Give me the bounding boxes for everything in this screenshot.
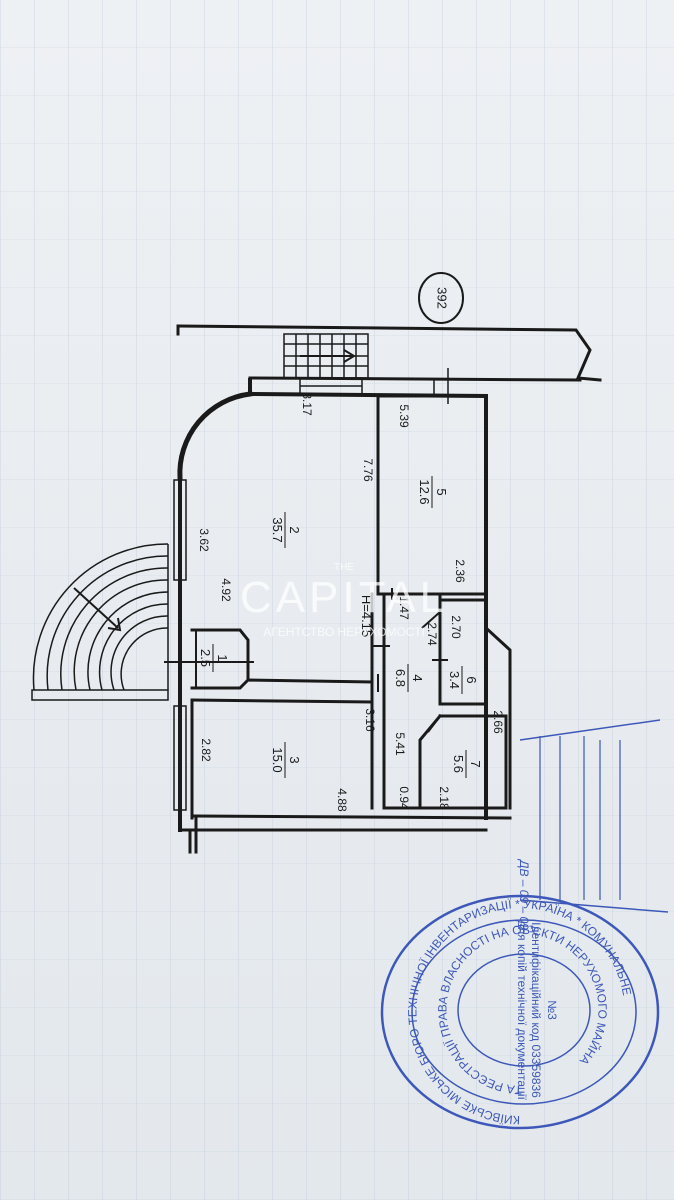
dim-2-36: 2.36 (453, 559, 467, 583)
ceiling-height: H=4.15 (359, 595, 374, 637)
dim-4-88: 4.88 (335, 788, 349, 812)
dimension-labels: 3.17 7.76 3.62 4.92 5.39 2.36 1.47 2.74 … (197, 392, 505, 812)
room-7-number: 7 (468, 760, 483, 767)
room-2-number: 2 (287, 526, 302, 533)
doors (164, 588, 448, 733)
official-stamp: КИЇВСЬКЕ МІСЬКЕ БЮРО ТЕХНІЧНОЇ ІНВЕНТАРИ… (380, 719, 669, 1130)
dim-7-76: 7.76 (361, 458, 375, 482)
room-4-number: 4 (410, 674, 425, 681)
room-7-label: 7 5.6 (451, 750, 483, 778)
entrance-steps (31, 543, 169, 701)
dim-4-92: 4.92 (219, 578, 233, 602)
room-3-number: 3 (287, 756, 302, 763)
dim-1-47: 1.47 (397, 596, 411, 620)
top-staircase (283, 333, 369, 379)
building-number: 392 (435, 287, 450, 309)
room-2-label: 2 35.7 (270, 512, 302, 548)
dim-0-94: 0.94 (397, 786, 411, 810)
dim-3-17: 3.17 (300, 392, 314, 416)
room-1-number: 1 (215, 654, 230, 661)
stamp-center-2: Ідентифікаційний код 03359836 (529, 922, 543, 1098)
dim-2-70: 2.70 (449, 615, 463, 639)
dim-5-41: 5.41 (393, 732, 407, 756)
watermark: THE CAPITAL АГЕНТСТВО НЕРУХОМОСТІ (240, 562, 448, 639)
stamp-center-3: для копій технічної документації (515, 920, 529, 1100)
room-3-area: 15.0 (270, 747, 285, 772)
building-number-badge: 392 (418, 272, 464, 324)
room-6-area: 3.4 (447, 671, 462, 689)
room-1-area: 2.5 (198, 649, 213, 667)
stamp-handwritten-date: ДВ – 09 – 09 (517, 858, 531, 930)
watermark-sub: АГЕНТСТВО НЕРУХОМОСТІ (263, 625, 425, 639)
room-2-area: 35.7 (270, 517, 285, 542)
room-6-number: 6 (464, 676, 479, 683)
room-labels: 1 2.5 2 35.7 3 15.0 4 6.8 5 12.6 6 3.4 (198, 476, 483, 778)
dim-2-82: 2.82 (199, 738, 213, 762)
room-7-area: 5.6 (451, 755, 466, 773)
room-5-number: 5 (434, 488, 449, 495)
room-4-area: 6.8 (393, 669, 408, 687)
watermark-main: CAPITAL (240, 573, 448, 622)
windows (173, 368, 449, 811)
dim-3-16: 3.16 (363, 708, 377, 732)
room-4-label: 4 6.8 (393, 664, 425, 692)
room-5-label: 5 12.6 (417, 476, 449, 508)
dim-2-74: 2.74 (425, 622, 439, 646)
room-6-label: 6 3.4 (447, 666, 479, 694)
dim-2-66: 2.66 (491, 710, 505, 734)
stamp-center-1: №3 (545, 1000, 559, 1020)
watermark-small: THE (334, 562, 354, 573)
room-1-label: 1 2.5 (198, 644, 230, 672)
dim-3-62: 3.62 (197, 528, 211, 552)
dim-5-39: 5.39 (397, 404, 411, 428)
dim-2-18: 2.18 (437, 786, 451, 810)
room-3-label: 3 15.0 (270, 742, 302, 778)
room-5-area: 12.6 (417, 479, 432, 504)
